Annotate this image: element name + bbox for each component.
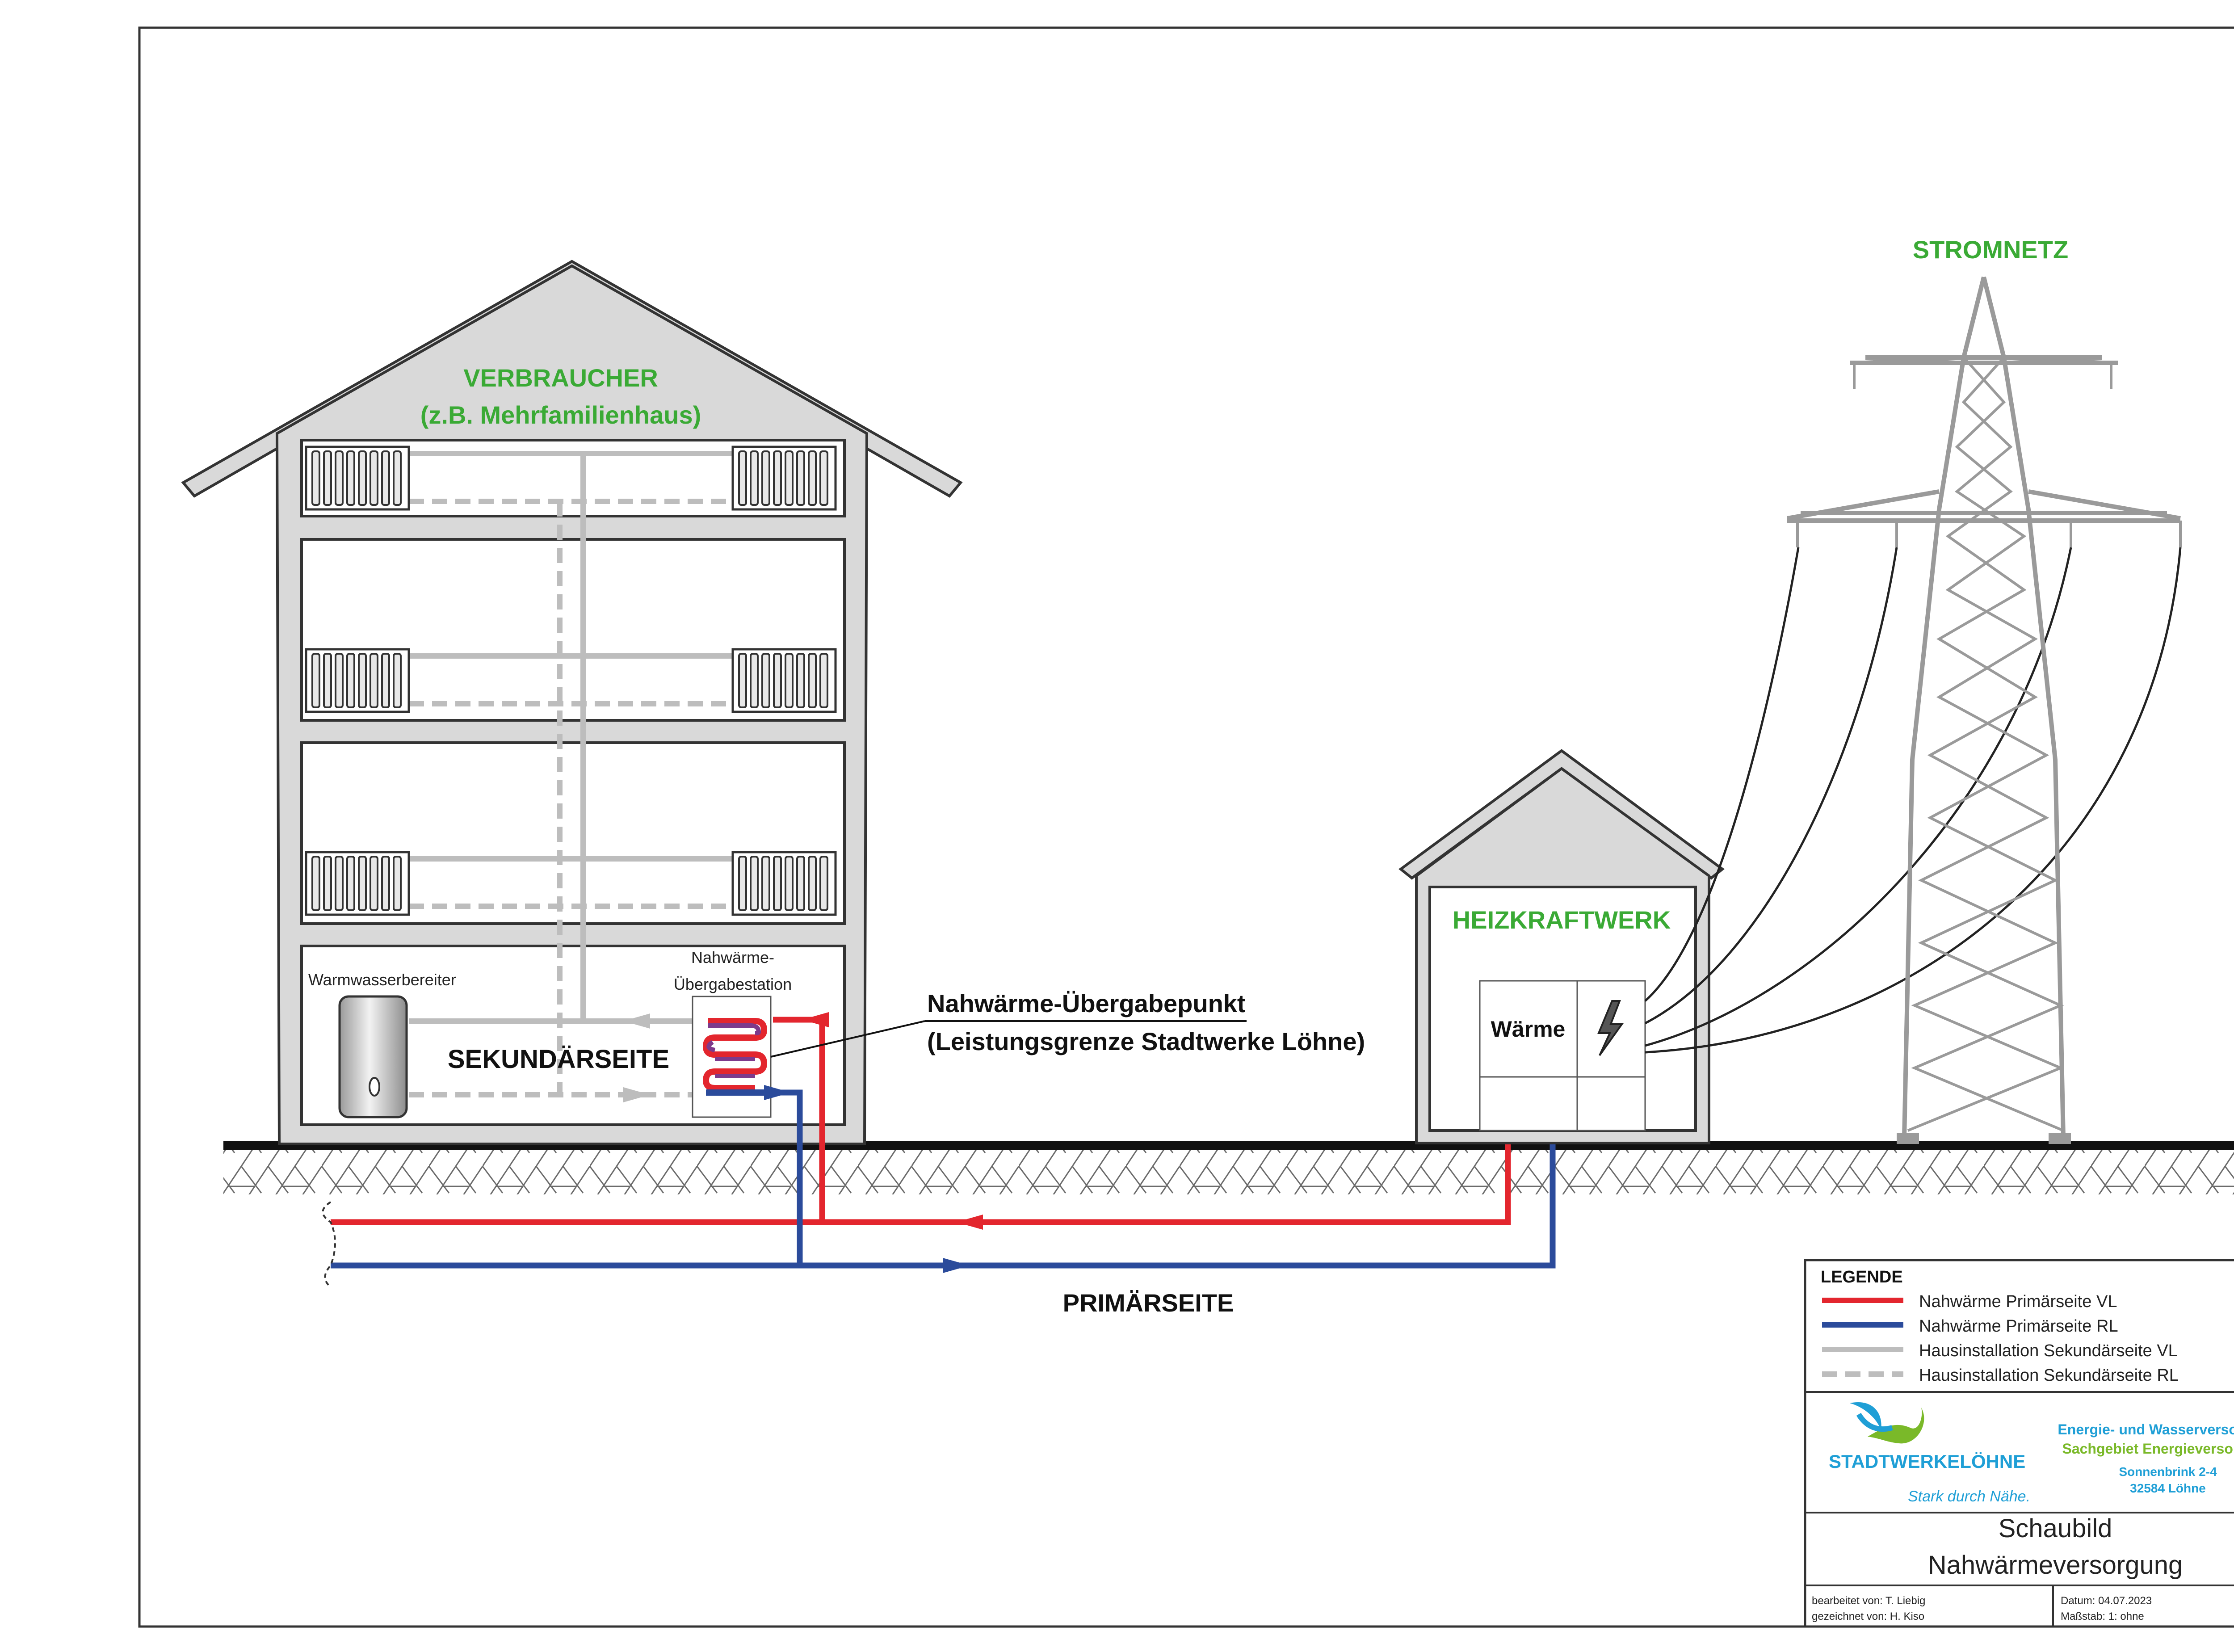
legend-item-primary-vl: Nahwärme Primärseite VL (1919, 1292, 2117, 1311)
transfer-station-label-1: Nahwärme- (691, 948, 774, 967)
consumer-subtitle: (z.B. Mehrfamilienhaus) (420, 401, 701, 429)
company-line-3: Sonnenbrink 2-4 (2119, 1465, 2217, 1479)
primary-vl-arrow (956, 1215, 983, 1230)
edited-by: bearbeitet von: T. Liebig (1812, 1595, 1925, 1607)
drawing-title-1: Schaubild (1999, 1514, 2112, 1543)
consumer-title: VERBRAUCHER (463, 364, 658, 392)
legend-item-secondary-rl: Hausinstallation Sekundärseite RL (1919, 1366, 2179, 1385)
plant-title: HEIZKRAFTWERK (1453, 906, 1671, 934)
radiator-icon (733, 649, 836, 712)
secondary-return-piping (409, 499, 737, 1097)
secondary-return-arrow (623, 1087, 650, 1102)
page-frame (138, 26, 2234, 1628)
ground-hatch (223, 1150, 2234, 1194)
radiator-icon (733, 447, 836, 509)
grid-title: STROMNETZ (1913, 235, 2068, 264)
primary-rl-arrow (764, 1085, 791, 1100)
secondary-flow-arrow (623, 1013, 650, 1029)
radiator-icon (733, 852, 836, 915)
radiator-icon (306, 649, 409, 712)
primary-rl-arrow (943, 1258, 970, 1273)
company-line-2: Sachgebiet Energieversorgung (2062, 1441, 2234, 1457)
logo-slogan: Stark durch Nähe. (1908, 1488, 2030, 1505)
logo-text-part1: STADTWERKELÖHNE (1829, 1451, 2025, 1472)
legend-item-secondary-vl: Hausinstallation Sekundärseite VL (1919, 1341, 2178, 1360)
transfer-station-label-2: Übergabestation (674, 975, 792, 993)
legend-box (1804, 1259, 2234, 1628)
primary-vl-arrow (802, 1012, 829, 1027)
heating-plant (1398, 749, 1725, 1144)
secondary-piping (409, 451, 737, 1024)
legend-title: LEGENDE (1821, 1268, 1903, 1286)
radiator-icon (306, 852, 409, 915)
pylon-icon (1787, 276, 2182, 1144)
drawn-by: gezeichnet von: H. Kiso (1812, 1610, 1924, 1623)
drawing-date: Datum: 04.07.2023 (2061, 1595, 2152, 1607)
drawing-scale: Maßstab: 1: ohne (2061, 1610, 2144, 1623)
power-lines (1644, 547, 2182, 1054)
water-heater-icon (338, 995, 408, 1118)
transfer-point-pointer (770, 1020, 925, 1058)
company-line-4: 32584 Löhne (2130, 1481, 2206, 1495)
transfer-point-label-2: (Leistungsgrenze Stadtwerke Löhne) (927, 1027, 1365, 1055)
heat-exchanger-icon (692, 996, 772, 1118)
radiator-icon (306, 447, 409, 509)
drawing-title-2: Nahwärmeversorgung (1928, 1551, 2183, 1580)
water-heater-label: Warmwasserbereiter (308, 971, 456, 989)
lightning-icon (1597, 1000, 1624, 1056)
transfer-point-label-1: Nahwärme-Übergabepunkt (927, 989, 1246, 1017)
logo-wave-icon (1850, 1402, 1924, 1444)
primary-side-label: PRIMÄRSEITE (1063, 1289, 1234, 1317)
company-line-1: Energie- und Wasserversorgung (2058, 1421, 2234, 1438)
heat-box-label: Wärme (1491, 1017, 1566, 1042)
secondary-side-label: SEKUNDÄRSEITE (448, 1045, 669, 1074)
legend-item-primary-rl: Nahwärme Primärseite RL (1919, 1317, 2118, 1336)
